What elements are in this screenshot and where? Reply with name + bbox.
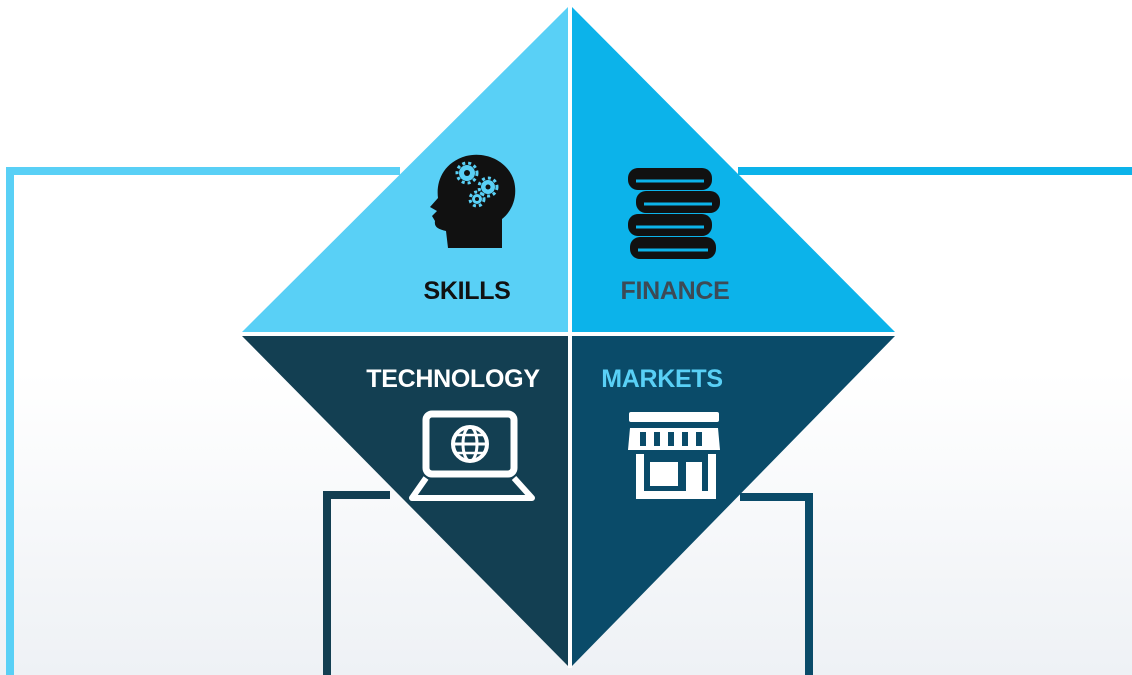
connector-lines [6,167,1132,675]
skills-label: SKILLS [423,277,510,305]
skills-quadrant [242,7,568,332]
bottom-right-connector-line [740,493,813,675]
storefront-icon [628,412,720,499]
markets-label: MARKETS [601,365,723,393]
bottom-left-connector-line [323,491,390,675]
left-connector-line [6,167,400,675]
coin-stack-icon [628,168,720,259]
laptop-globe-icon [409,410,535,501]
finance-label: FINANCE [620,277,729,305]
technology-quadrant [242,336,568,666]
head-gears-icon [430,154,516,248]
technology-label: TECHNOLOGY [366,365,540,393]
